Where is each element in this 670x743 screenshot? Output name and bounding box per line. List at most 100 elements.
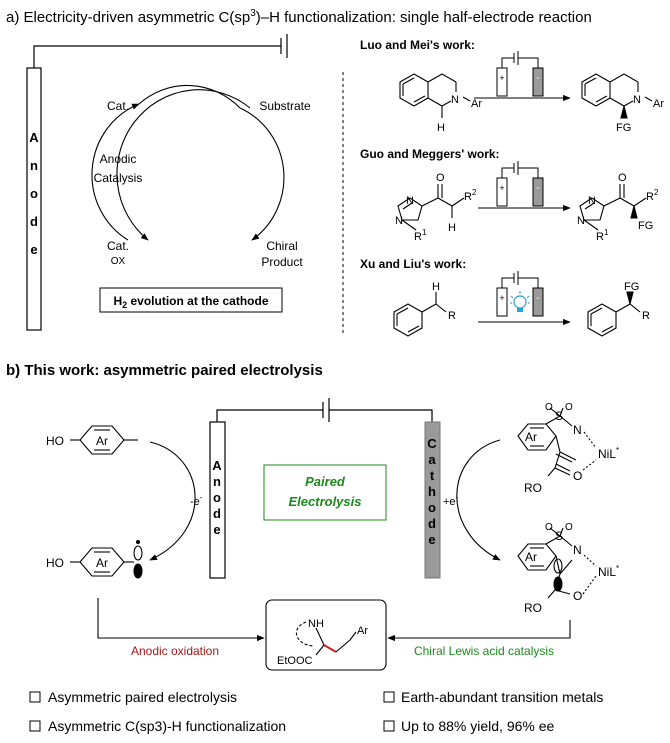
svg-text:-: - <box>536 183 539 194</box>
h2-evolution-text: H2 evolution at the cathode <box>113 294 268 310</box>
guo-meggers-heading: Guo and Meggers' work: <box>360 147 500 161</box>
ni-bottom-s: S <box>555 529 563 543</box>
ni-top-ro: RO <box>524 481 542 495</box>
luo-electrode-icon: + - <box>496 51 544 97</box>
xu-substrate <box>393 292 447 337</box>
svg-text:d: d <box>213 506 221 521</box>
paired-label: Paired <box>305 474 346 489</box>
svg-text:e: e <box>428 532 435 547</box>
guo-product-o: O <box>618 172 627 184</box>
panel-b-cathode-label: C a t h o d e <box>427 436 437 547</box>
ni-bottom-o2: O <box>565 522 573 533</box>
anode-curved-arrow <box>149 441 196 561</box>
guo-o: O <box>436 172 445 184</box>
xu-product <box>587 291 641 337</box>
substrate-label: Substrate <box>259 99 311 113</box>
guo-r1: R1 <box>414 228 427 243</box>
guo-product-fg: FG <box>638 220 653 232</box>
panel-a-anode-label: A n o d e <box>29 130 39 257</box>
svg-text:-: - <box>536 73 539 84</box>
ni-bottom-ar: Ar <box>525 550 537 564</box>
svg-text:C: C <box>427 436 437 451</box>
bullet-4: Up to 88% yield, 96% ee <box>401 718 555 734</box>
guo-product-r2: R2 <box>646 188 659 203</box>
anodic-label: Anodic <box>100 152 137 166</box>
cresol-molecule <box>70 425 138 455</box>
ni-bottom-o3: O <box>573 589 582 603</box>
ni-top-nil: NiL* <box>598 446 619 461</box>
svg-text:-: - <box>536 293 539 304</box>
panel-a-anode-bar <box>26 67 42 331</box>
svg-text:+: + <box>499 73 504 83</box>
panel-a-wire <box>33 34 288 68</box>
guo-n2: N <box>406 195 414 207</box>
bullet-1: Asymmetric paired electrolysis <box>48 689 237 705</box>
guo-product-n1: N <box>577 215 585 227</box>
xu-liu-heading: Xu and Liu's work: <box>360 257 466 271</box>
bullet-2: Earth-abundant transition metals <box>401 689 603 705</box>
guo-h: H <box>448 222 456 234</box>
ni-top-ar: Ar <box>525 430 537 444</box>
bullet-3: Asymmetric C(sp3)-H functionalization <box>48 718 286 734</box>
highlight-bullets: Asymmetric paired electrolysis Earth-abu… <box>29 689 603 734</box>
panel-a-header: a) Electricity-driven asymmetric C(sp3)–… <box>6 8 592 26</box>
panel-b-cathode-bar <box>424 421 441 579</box>
ni-bottom-nil: NiL* <box>598 564 619 579</box>
guo-product <box>579 184 647 231</box>
catalysis-label: Catalysis <box>94 171 143 185</box>
lewis-acid-arrow <box>387 620 571 642</box>
guo-product-r1: R1 <box>596 228 609 243</box>
radical-ar: Ar <box>96 556 108 570</box>
ni-bottom-ro: RO <box>524 601 542 615</box>
ni-complex-top <box>517 407 597 477</box>
product-nh: NH <box>308 618 324 630</box>
svg-text:n: n <box>213 474 221 489</box>
svg-text:d: d <box>428 516 436 531</box>
luo-substrate <box>399 73 471 118</box>
h2-evolution-box <box>99 287 283 313</box>
product-etooc: EtOOC <box>277 655 313 667</box>
ni-top-n: N <box>573 423 582 437</box>
ni-bottom-o1: O <box>545 522 553 533</box>
panel-b-header: b) This work: asymmetric paired electrol… <box>6 362 323 379</box>
bullet-checkbox-1 <box>29 691 41 703</box>
luo-product <box>581 73 653 119</box>
luo-n-label: N <box>451 94 459 106</box>
bullet-checkbox-4 <box>383 720 395 732</box>
product-molecule <box>295 621 357 656</box>
guo-product-n2: N <box>588 195 596 207</box>
cresol-ar: Ar <box>96 434 108 448</box>
minus-e-label: -e- <box>190 493 203 508</box>
xu-product-fg: FG <box>624 281 639 293</box>
xu-h: H <box>432 281 440 293</box>
cathode-curved-arrow <box>456 439 501 561</box>
svg-text:o: o <box>428 500 436 515</box>
svg-text:+: + <box>499 183 504 193</box>
cresol-ho: HO <box>46 434 64 448</box>
radical-ho: HO <box>46 556 64 570</box>
guo-substrate <box>397 184 465 231</box>
chiral-label: Chiral <box>266 239 297 253</box>
ni-top-o3: O <box>573 469 582 483</box>
luo-product-fg: FG <box>616 122 631 134</box>
product-label: Product <box>261 255 303 269</box>
paired-electrolysis-box <box>263 464 387 521</box>
svg-text:n: n <box>30 158 38 173</box>
svg-text:d: d <box>30 214 38 229</box>
svg-text:h: h <box>428 484 436 499</box>
chiral-lewis-label: Chiral Lewis acid catalysis <box>414 644 554 658</box>
ni-top-s: S <box>555 409 563 423</box>
svg-text:o: o <box>213 490 221 505</box>
ni-complex-bottom <box>517 527 597 599</box>
xu-r: R <box>448 310 456 322</box>
svg-text:e: e <box>213 522 220 537</box>
guo-electrode-icon: + - <box>496 161 544 207</box>
svg-text:a: a <box>428 452 436 467</box>
light-bulb-icon <box>510 291 530 312</box>
luo-product-ar: Ar <box>653 98 664 110</box>
cat-ox-subscript: OX <box>111 256 126 267</box>
cat-label: Cat. <box>107 99 129 113</box>
anodic-oxidation-label: Anodic oxidation <box>131 644 219 658</box>
